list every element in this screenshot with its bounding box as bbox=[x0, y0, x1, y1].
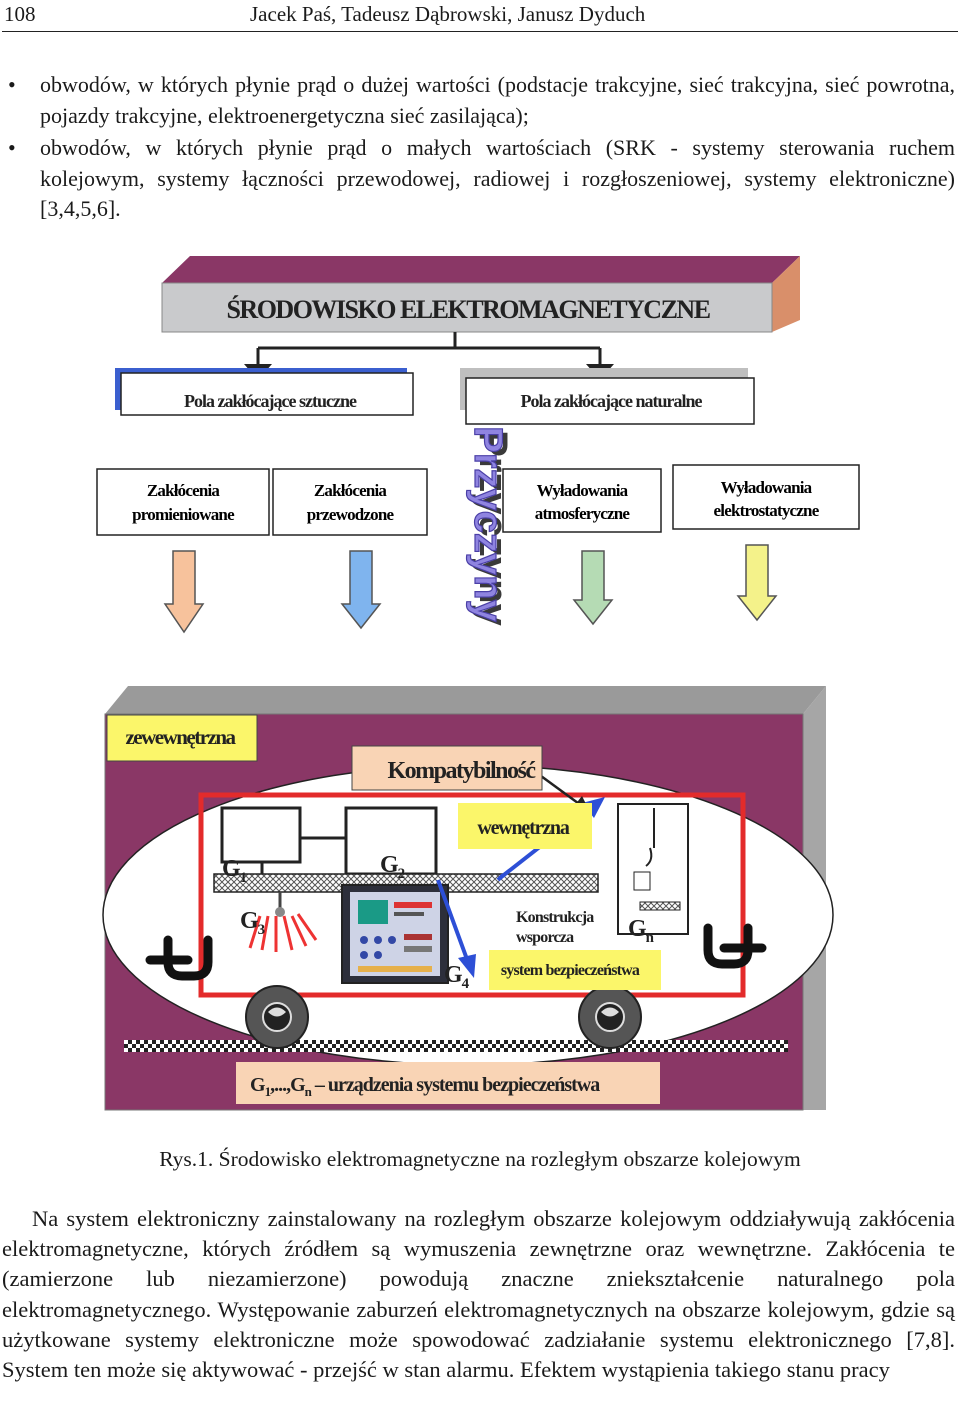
g1-box bbox=[220, 806, 302, 864]
external-label-box bbox=[106, 714, 258, 762]
figure-caption: Rys.1. Środowisko elektromagnetyczne na … bbox=[159, 1147, 801, 1171]
railway-scene: zewewnętrzna Kompatybilność wewnętrzna G… bbox=[102, 686, 834, 1111]
causes-label: Przyczyny bbox=[466, 426, 510, 622]
page-header: 108 Jacek Paś, Tadeusz Dąbrowski, Janusz… bbox=[0, 0, 960, 32]
legend-box bbox=[236, 1062, 660, 1104]
arrow-yellow bbox=[736, 544, 778, 622]
g4-label: G4 bbox=[444, 962, 470, 992]
field-artificial-box: Pola zakłócające sztuczne bbox=[115, 368, 414, 416]
body-paragraph: Na system elektroniczny zainstalowany na… bbox=[2, 1204, 955, 1385]
field-natural-label: Pola zakłócające naturalne bbox=[521, 391, 703, 411]
internal-label: wewnętrzna bbox=[477, 817, 570, 839]
box-conducted-line2: przewodzone bbox=[307, 505, 395, 524]
arrow-blue bbox=[340, 550, 382, 630]
g3-label: G3 bbox=[240, 908, 265, 938]
arrow-orange bbox=[163, 550, 205, 634]
wheel-left bbox=[245, 985, 309, 1049]
box-electrostatic: Wyładowania elektrostatyczne bbox=[672, 464, 860, 530]
box-atmospheric-line1: Wyładowania bbox=[537, 481, 629, 500]
page-number: 108 bbox=[4, 2, 36, 26]
coupler-left bbox=[145, 935, 213, 981]
paragraph-text: Na system elektroniczny zainstalowany na… bbox=[2, 1206, 955, 1383]
compatibility-label: Kompatybilność bbox=[387, 758, 536, 784]
external-label: zewewnętrzna bbox=[125, 725, 236, 749]
box-radiated-line2: promieniowane bbox=[132, 505, 235, 524]
g2-label: G2 bbox=[380, 852, 405, 882]
box-conducted-line1: Zakłócenia bbox=[314, 481, 388, 500]
box-atmospheric-line2: atmosferyczne bbox=[535, 504, 631, 523]
safety-system-box bbox=[489, 950, 661, 990]
causes-label-group: Przyczyny Przyczyny bbox=[465, 426, 515, 627]
gn-label: Gn bbox=[628, 916, 655, 946]
field-artificial-label: Pola zakłócające sztuczne bbox=[184, 391, 357, 411]
causes-label-shadow: Przyczyny bbox=[471, 430, 515, 626]
box-electrostatic-line2: elektrostatyczne bbox=[714, 501, 820, 520]
safety-system-label: system bezpieczeństwa bbox=[501, 962, 640, 979]
wheel-right bbox=[578, 985, 642, 1049]
g2-box bbox=[344, 806, 438, 876]
support-label-line1: Konstrukcja bbox=[516, 909, 594, 926]
arrow-green bbox=[572, 550, 614, 626]
g3-lamp bbox=[248, 892, 318, 952]
title-connectors bbox=[256, 332, 602, 368]
gn-cabinet bbox=[617, 803, 689, 935]
g1-label: G1 bbox=[222, 856, 247, 886]
figure-em-environment: ŚRODOWISKO ELEKTROMAGNETYCZNE Pola zakłó… bbox=[0, 248, 960, 1128]
g4-device bbox=[341, 884, 449, 984]
bullet-item: obwodów, w których płynie prąd o dużej w… bbox=[8, 70, 955, 131]
box-radiated: Zakłócenia promieniowane bbox=[96, 468, 270, 536]
box-electrostatic-line1: Wyładowania bbox=[721, 478, 813, 497]
bullet-item: obwodów, w których płynie prąd o małych … bbox=[8, 133, 955, 225]
coupler-right bbox=[703, 923, 767, 969]
field-natural-box: Pola zakłócające naturalne bbox=[460, 368, 755, 425]
header-rule bbox=[2, 31, 958, 32]
box-atmospheric: Wyładowania atmosferyczne bbox=[502, 468, 662, 533]
support-label-line2: wsporcza bbox=[516, 929, 574, 946]
compatibility-box bbox=[351, 745, 543, 791]
running-title-authors: Jacek Paś, Tadeusz Dąbrowski, Janusz Dyd… bbox=[250, 2, 646, 26]
figure-title: ŚRODOWISKO ELEKTROMAGNETYCZNE bbox=[226, 295, 710, 324]
bullet-list: obwodów, w których płynie prąd o dużej w… bbox=[0, 70, 960, 227]
title-block: ŚRODOWISKO ELEKTROMAGNETYCZNE bbox=[161, 256, 800, 333]
internal-label-box bbox=[458, 803, 592, 849]
box-radiated-line1: Zakłócenia bbox=[147, 481, 221, 500]
box-conducted: Zakłócenia przewodzone bbox=[272, 468, 428, 536]
legend-label: G1,...,Gn – urządzenia systemu bezpiecze… bbox=[250, 1074, 600, 1099]
